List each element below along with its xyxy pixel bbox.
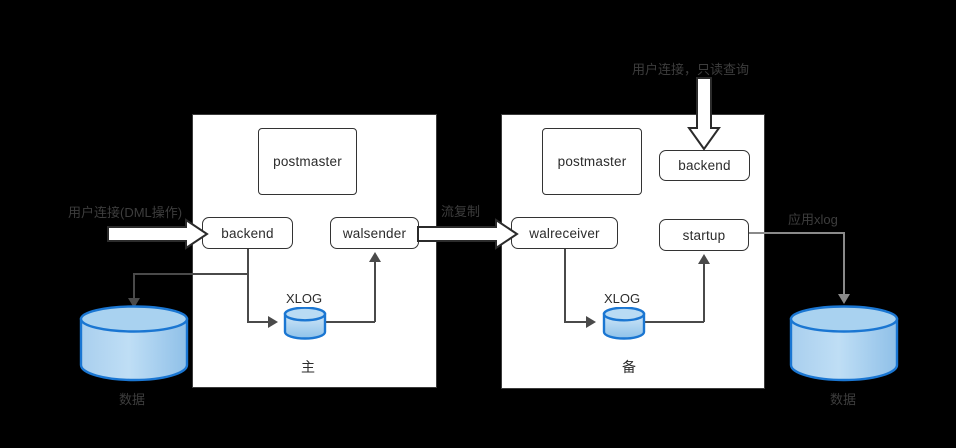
standby-panel-name: 备 <box>622 359 636 375</box>
arrowhead-walsender <box>369 252 381 262</box>
line-walreceiver-to-xlog <box>564 321 591 323</box>
arrowhead-right-db <box>838 294 850 304</box>
line-walsender-up <box>374 258 376 322</box>
line-xlog-to-startup <box>645 321 704 323</box>
primary-walsender-label: walsender <box>342 225 407 241</box>
standby-backend-box[interactable]: backend <box>659 150 750 181</box>
left-database-label: 数据 <box>119 392 146 407</box>
primary-postmaster-label: postmaster <box>273 154 342 169</box>
line-xlog-to-walsender <box>326 321 375 323</box>
line-right-db-drop <box>843 232 845 298</box>
right-database-cylinder <box>789 305 899 383</box>
primary-panel-name: 主 <box>301 359 315 375</box>
line-startup-up <box>703 260 705 322</box>
standby-walreceiver-label: walreceiver <box>529 225 600 241</box>
standby-startup-box[interactable]: startup <box>659 219 749 251</box>
replication-arrow <box>417 218 519 250</box>
arrowhead-standby-xlog <box>586 316 596 328</box>
arrowhead-startup <box>698 254 710 264</box>
line-db-drop <box>133 273 135 302</box>
standby-postmaster-label: postmaster <box>557 154 627 169</box>
right-database-label: 数据 <box>830 392 857 407</box>
left-database-cylinder <box>79 305 189 383</box>
arrowhead-primary-xlog <box>268 316 278 328</box>
standby-backend-label: backend <box>678 158 731 173</box>
line-backend-to-xlog <box>247 321 274 323</box>
left-connection-arrow <box>107 218 209 250</box>
arrowhead-left-db <box>128 298 140 308</box>
standby-walreceiver-box[interactable]: walreceiver <box>511 217 618 249</box>
standby-postmaster-box[interactable]: postmaster <box>542 128 642 195</box>
line-startup-to-right <box>749 232 845 234</box>
primary-postmaster-box[interactable]: postmaster <box>258 128 357 195</box>
primary-xlog-cylinder <box>283 307 327 340</box>
primary-backend-box[interactable]: backend <box>202 217 293 249</box>
standby-startup-label: startup <box>682 227 726 243</box>
standby-xlog-cylinder <box>602 307 646 340</box>
line-backend-to-db <box>133 273 248 275</box>
line-walreceiver-down <box>564 248 566 322</box>
standby-xlog-label: XLOG <box>604 291 641 306</box>
replication-label: 流复制 <box>441 204 481 219</box>
line-backend-down <box>247 248 249 323</box>
apply-xlog-label: 应用xlog <box>788 212 838 227</box>
primary-xlog-label: XLOG <box>286 291 323 306</box>
right-connection-label: 用户连接，只读查询 <box>632 62 750 77</box>
left-connection-label: 用户连接(DML操作) <box>68 205 183 220</box>
right-connection-arrow <box>687 77 721 151</box>
primary-backend-label: backend <box>221 225 274 241</box>
primary-walsender-box[interactable]: walsender <box>330 217 419 249</box>
